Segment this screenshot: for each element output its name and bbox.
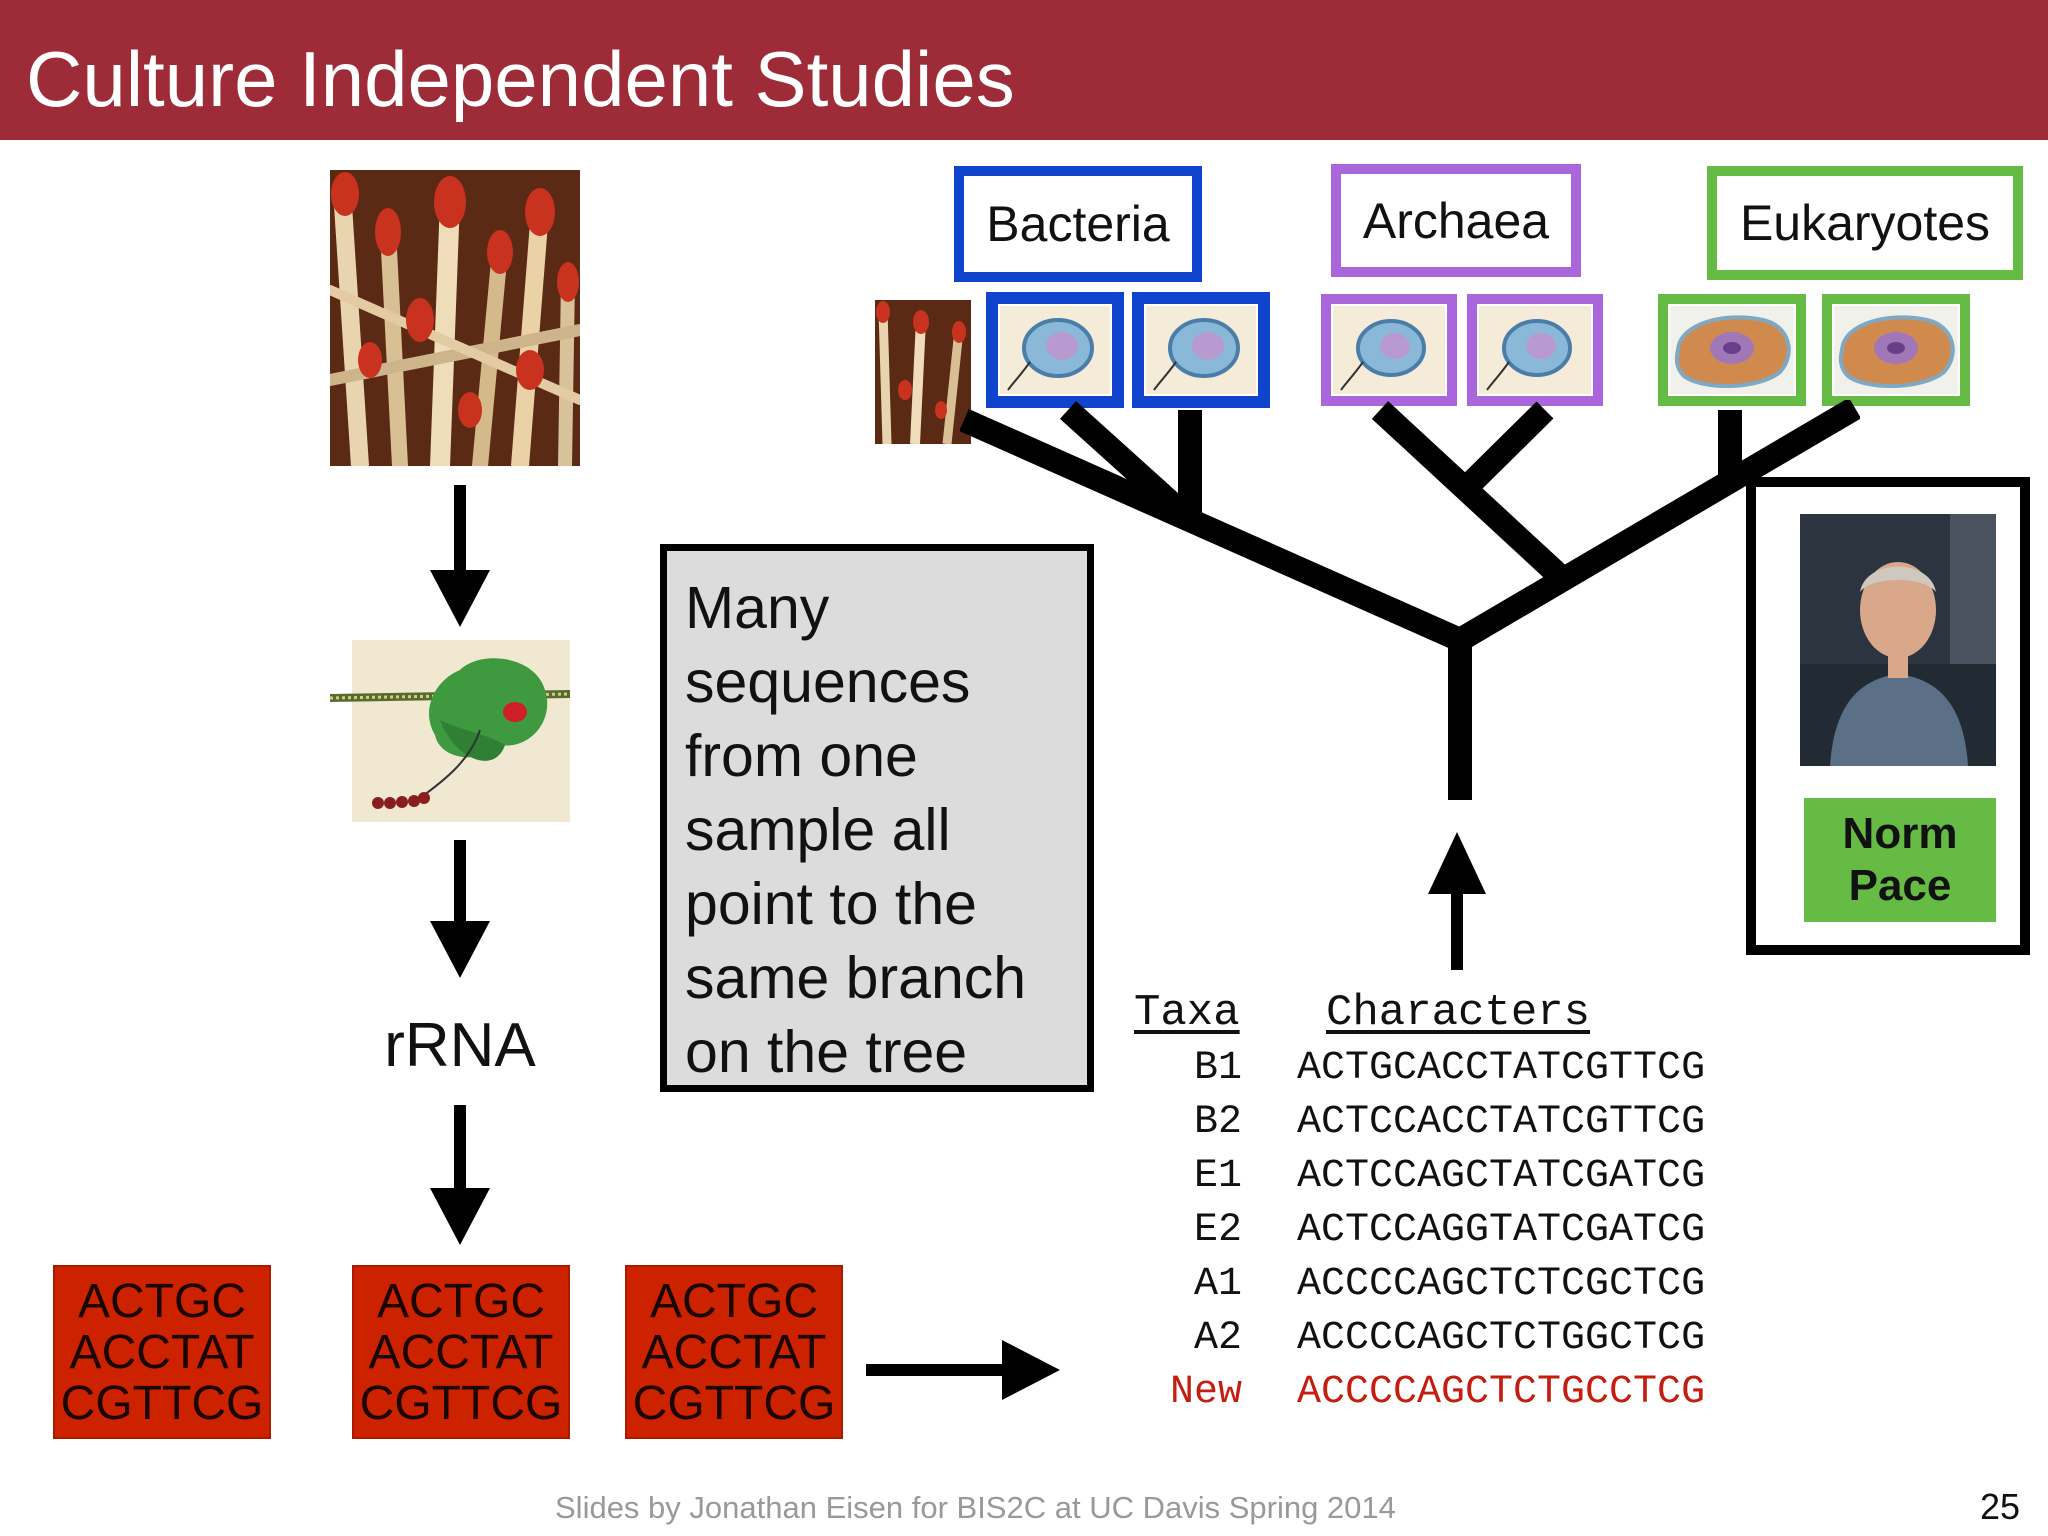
title-bar [0, 0, 2048, 140]
slide-title: Culture Independent Studies [26, 35, 1015, 123]
sequence-box: ACTGC ACCTAT CGTTCG [53, 1265, 271, 1439]
phylogenetic-tree [960, 400, 1860, 800]
new-taxon-sequence: ACCCCAGCTCTGCCTCG [1297, 1370, 1706, 1415]
down-arrow-icon [430, 840, 490, 978]
tree-branch-bacteria [960, 409, 1465, 651]
taxon-label: E1 [1193, 1154, 1242, 1199]
taxon-sequence: ACTCCAGCTATCGATCG [1297, 1154, 1706, 1199]
characters-header: Characters [1326, 988, 1591, 1038]
bacterium-cell-icon [1132, 292, 1270, 408]
archaeon-cell-icon [1467, 294, 1603, 406]
sequence-text: ACTGC ACCTAT CGTTCG [632, 1274, 836, 1430]
tree-branch-archaea-eukaryotes [1453, 400, 1860, 651]
taxa-header: Taxa [1134, 988, 1240, 1038]
right-arrow-icon [866, 1340, 1060, 1400]
portrait-name-label: Norm Pace [1804, 798, 1996, 922]
page-number: 25 [1980, 1486, 2021, 1527]
label-archaea: Archaea [1331, 164, 1581, 277]
sequence-text: ACTGC ACCTAT CGTTCG [359, 1274, 563, 1430]
rrna-label: rRNA [384, 1011, 536, 1080]
taxon-label: E2 [1193, 1208, 1242, 1253]
archaeon-cell-icon [1321, 294, 1457, 406]
tree-branch-bacteria-inner [1059, 401, 1199, 529]
taxon-sequence: ACCCCAGCTCTGGCTCG [1297, 1316, 1706, 1361]
sequence-box: ACTGC ACCTAT CGTTCG [352, 1265, 570, 1439]
taxon-sequence: ACTCCACCTATCGTTCG [1297, 1100, 1706, 1145]
vent-thumbnail [875, 300, 971, 444]
ribosome-illustration [330, 640, 570, 822]
sequence-box: ACTGC ACCTAT CGTTCG [625, 1265, 843, 1439]
eukaryote-cell-icon [1822, 294, 1970, 406]
taxon-sequence: ACCCCAGCTCTCGCTCG [1297, 1262, 1706, 1307]
new-taxon-label: New [1169, 1370, 1242, 1415]
footer-credit: Slides by Jonathan Eisen for BIS2C at UC… [555, 1490, 1396, 1525]
taxon-label: B1 [1193, 1046, 1242, 1091]
eukaryote-cell-icon [1658, 294, 1806, 406]
tube-worm-photo [330, 170, 580, 466]
bacterium-cell-icon [986, 292, 1124, 408]
taxon-label: B2 [1193, 1100, 1242, 1145]
taxon-label: A2 [1193, 1316, 1242, 1361]
sequence-text: ACTGC ACCTAT CGTTCG [60, 1274, 264, 1430]
taxon-label: A1 [1193, 1262, 1242, 1307]
down-arrow-icon [430, 1105, 490, 1245]
up-arrow-icon [1428, 832, 1486, 970]
portrait-photo [1800, 514, 1996, 766]
label-bacteria: Bacteria [954, 166, 1202, 282]
taxon-sequence: ACTGCACCTATCGTTCG [1297, 1046, 1706, 1091]
callout-box: Many sequences from one sample all point… [660, 544, 1094, 1092]
label-eukaryotes: Eukaryotes [1707, 166, 2023, 280]
taxon-sequence: ACTCCAGGTATCGATCG [1297, 1208, 1706, 1253]
down-arrow-icon [430, 485, 490, 627]
tree-leaf-archaea [1455, 401, 1554, 499]
